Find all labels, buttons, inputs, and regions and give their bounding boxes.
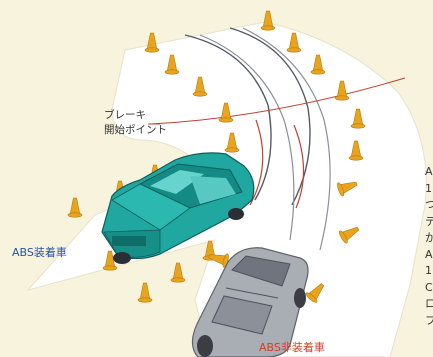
side-text-char: ロ — [425, 297, 433, 310]
side-text-char: 1 — [425, 181, 432, 195]
nonabs-tire-track-left — [199, 34, 295, 241]
brake-label-line1: ブレーキ — [104, 109, 146, 121]
side-text-char: か — [425, 231, 433, 244]
cone — [192, 76, 208, 97]
brake-start-point-label: ブレーキ 開始ポイント — [104, 108, 167, 138]
cone — [260, 10, 276, 31]
abs-car — [101, 152, 255, 264]
cone — [102, 250, 118, 271]
knocked-cone — [208, 253, 229, 268]
cone — [218, 102, 234, 123]
cone — [137, 282, 153, 303]
side-text-char: テ — [425, 214, 433, 228]
cone — [286, 32, 302, 53]
brake-skid-mark-right — [293, 124, 305, 209]
abs-tire-track-left — [184, 34, 272, 201]
cone — [67, 197, 83, 218]
nonabs-tire-track-right — [242, 27, 331, 251]
brake-skid-mark-left — [249, 119, 264, 206]
cone — [170, 262, 186, 283]
non-abs-car — [191, 247, 309, 357]
cone — [144, 32, 160, 53]
brake-start-line — [149, 77, 406, 125]
cropped-side-text: A 1 つ テ か A 1 C ロ フ — [425, 164, 433, 329]
non-abs-car-label: ABS非装着車 — [259, 341, 325, 354]
knocked-cone — [337, 181, 358, 197]
knocked-cone — [339, 226, 360, 244]
traffic-cones — [67, 10, 366, 303]
side-text-char: C — [425, 280, 433, 294]
side-text-char: つ — [425, 198, 433, 211]
cone — [164, 54, 180, 75]
side-text-char: A — [425, 165, 433, 178]
cone — [310, 54, 326, 75]
side-text-char: 1 — [425, 264, 432, 277]
cone — [334, 80, 350, 101]
cone — [350, 108, 366, 129]
side-text-char: A — [425, 247, 433, 261]
cone — [224, 132, 240, 153]
cone — [348, 140, 364, 161]
knocked-cone — [305, 283, 325, 303]
abs-car-label: ABS装着車 — [12, 246, 67, 259]
brake-label-line2: 開始ポイント — [104, 124, 167, 136]
side-text-char: フ — [425, 313, 433, 327]
